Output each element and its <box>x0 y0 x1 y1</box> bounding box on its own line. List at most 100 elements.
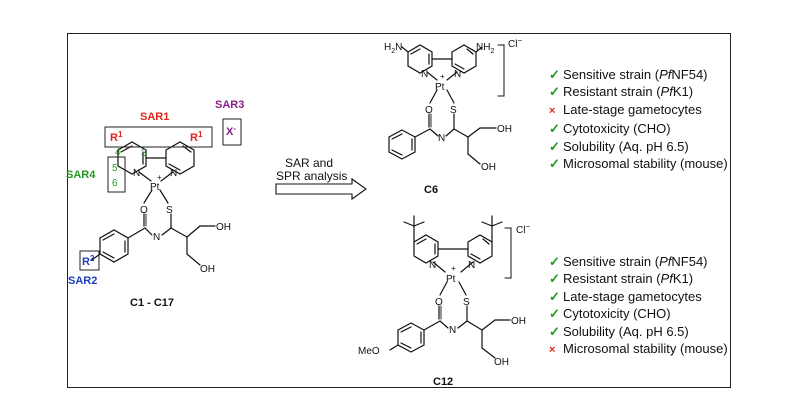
c12-property-row: × Microsomal stability (mouse) <box>549 340 728 359</box>
property-text: Resistant strain ( <box>563 271 661 287</box>
c6-pt: Pt <box>435 82 445 93</box>
sar3-label: SAR3 <box>215 99 244 111</box>
c12-pt: Pt <box>446 274 456 285</box>
c6-n-left: N <box>421 69 428 80</box>
property-text: Resistant strain ( <box>563 84 661 100</box>
compound-range-label: C1 - C17 <box>130 297 174 309</box>
property-text: Late-stage gametocytes <box>563 288 702 304</box>
property-text: Microsomal stability (mouse) <box>563 341 728 357</box>
scaffold-n-left: N <box>133 168 140 179</box>
c6-structure <box>388 44 505 165</box>
c12-property-row: ✓Solubility (Aq. pH 6.5) <box>549 323 728 340</box>
arrow-label-line1: SAR and <box>285 156 333 170</box>
c12-oh-top: OH <box>511 316 526 327</box>
c12-s: S <box>463 297 470 308</box>
check-icon: ✓ <box>549 306 560 322</box>
cross-icon: × <box>549 104 556 117</box>
scaffold-n-ring: N <box>153 232 160 243</box>
c6-property-row: ✓Resistant strain (PfK1) <box>549 83 728 100</box>
property-text: Solubility (Aq. pH 6.5) <box>563 138 689 154</box>
property-strain: NF54) <box>671 67 708 82</box>
c12-charge: + <box>451 264 456 273</box>
c6-cl: Cl− <box>508 36 522 50</box>
c6-property-row: × Late-stage gametocytes <box>549 101 728 120</box>
property-text: Solubility (Aq. pH 6.5) <box>563 323 689 339</box>
figure-frame <box>67 33 731 388</box>
r1-right: R1 <box>190 130 203 144</box>
c6-property-row: ✓Solubility (Aq. pH 6.5) <box>549 138 728 155</box>
c12-oh-bottom: OH <box>494 357 509 368</box>
property-text: Microsomal stability (mouse) <box>563 156 728 172</box>
c6-h2n: H2N <box>384 42 402 55</box>
property-text: Sensitive strain ( <box>563 67 660 82</box>
c6-charge: + <box>440 72 445 81</box>
c6-nh2: NH2 <box>476 42 494 55</box>
c6-property-list: ✓Sensitive strain (PfNF54)✓Resistant str… <box>549 66 728 172</box>
r2-group: R2 <box>82 254 95 268</box>
sar1-label: SAR1 <box>140 111 169 123</box>
c6-oh-top: OH <box>497 124 512 135</box>
position-4: 4 <box>115 147 121 158</box>
c12-property-row: ✓Sensitive strain (PfNF54) <box>549 253 728 270</box>
property-organism: Pf <box>659 67 672 82</box>
c12-property-row: ✓Resistant strain (PfK1) <box>549 270 728 287</box>
scaffold-oh-bottom: OH <box>200 264 215 275</box>
property-organism: Pf <box>660 84 673 100</box>
property-text: Cytotoxicity (CHO) <box>563 121 671 137</box>
c12-o: O <box>435 297 443 308</box>
position-3: 3 <box>141 148 147 159</box>
c6-label: C6 <box>424 184 438 196</box>
property-text: Sensitive strain ( <box>563 254 660 269</box>
scaffold-oh-top: OH <box>216 222 231 233</box>
position-6: 6 <box>112 178 118 189</box>
c6-n-ring: N <box>438 133 445 144</box>
scaffold-s: S <box>166 205 173 216</box>
c6-property-row: ✓Cytotoxicity (CHO) <box>549 120 728 137</box>
property-strain: K1) <box>672 271 694 287</box>
c6-property-row: ✓Microsomal stability (mouse) <box>549 155 728 172</box>
c12-structure <box>389 215 512 359</box>
c12-meo: MeO <box>358 346 380 357</box>
property-organism: Pf <box>659 254 672 269</box>
arrow-label-line2: SPR analysis <box>276 169 347 183</box>
c12-property-row: ✓Cytotoxicity (CHO) <box>549 305 728 322</box>
check-icon: ✓ <box>549 323 560 339</box>
scaffold-o: O <box>140 205 148 216</box>
property-strain: NF54) <box>671 254 708 269</box>
c12-n-left: N <box>429 260 436 271</box>
c6-oh-bottom: OH <box>481 162 496 173</box>
property-organism: Pf <box>660 271 673 287</box>
check-icon: ✓ <box>549 271 560 287</box>
sar4-label: SAR4 <box>66 169 96 181</box>
scaffold-charge: + <box>157 173 162 182</box>
c12-n-right: N <box>468 260 475 271</box>
c12-label: C12 <box>433 376 453 388</box>
check-icon: ✓ <box>549 121 560 137</box>
position-5: 5 <box>112 163 118 174</box>
check-icon: ✓ <box>549 156 560 172</box>
c6-o: O <box>425 105 433 116</box>
c12-property-list: ✓Sensitive strain (PfNF54)✓Resistant str… <box>549 253 728 359</box>
property-text: Cytotoxicity (CHO) <box>563 306 671 322</box>
check-icon: ✓ <box>549 67 560 82</box>
transform-arrow <box>275 177 367 201</box>
scaffold-structure <box>79 118 242 271</box>
scaffold-pt: Pt <box>150 182 160 193</box>
c6-property-row: ✓Sensitive strain (PfNF54) <box>549 66 728 83</box>
check-icon: ✓ <box>549 84 560 100</box>
c12-n-ring: N <box>449 325 456 336</box>
counter-ion: X- <box>226 124 236 138</box>
c12-cl: Cl− <box>516 222 530 236</box>
r1-left: R1 <box>110 130 123 144</box>
c6-s: S <box>450 105 457 116</box>
c12-property-row: ✓Late-stage gametocytes <box>549 288 728 305</box>
check-icon: ✓ <box>549 138 560 154</box>
cross-icon: × <box>549 344 556 357</box>
property-text: Late-stage gametocytes <box>563 101 702 117</box>
scaffold-n-right: N <box>170 168 177 179</box>
check-icon: ✓ <box>549 288 560 304</box>
sar2-label: SAR2 <box>68 275 97 287</box>
property-strain: K1) <box>672 84 694 100</box>
c6-n-right: N <box>454 69 461 80</box>
